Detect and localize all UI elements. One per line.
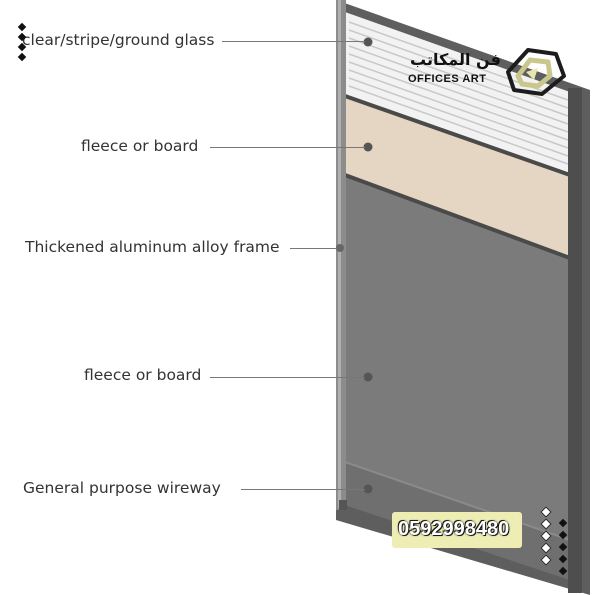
wireway-top-line [344,461,571,541]
frame-right-post [568,88,582,593]
leader-frame [290,248,337,249]
leader-glass [222,41,365,42]
phone-number: 0592998480 [398,518,510,540]
fabric-panel-lower [345,175,570,580]
wood-bottom-rail [344,173,571,260]
label-wireway: General purpose wireway [23,479,221,497]
brand-name-english: OFFICES ART [408,73,487,85]
brand-name-arabic: فن المكاتب [410,50,501,69]
glass-panel [345,12,570,175]
label-frame: Thickened aluminum alloy frame [25,238,280,256]
label-fleece-top: fleece or board [81,137,199,155]
leader-fleece-top [210,147,365,148]
wood-panel [345,96,570,258]
frame-left-highlight [338,0,341,508]
frame-foot [339,500,347,510]
frame-marker-dot [336,244,344,252]
label-glass: clear/stripe/ground glass [22,31,215,49]
offices-art-logo-icon [506,48,566,96]
fleece-top-marker-dot [363,142,373,152]
leader-fleece-bottom [210,377,365,378]
glass-marker-dot [363,37,373,47]
phone-badge: 0592998480 [392,512,522,548]
leader-wireway [241,489,365,490]
glass-bottom-rail [344,94,571,177]
label-fleece-bottom: fleece or board [84,366,202,384]
fleece-bottom-marker-dot [363,372,373,382]
wireway-marker-dot [363,484,373,494]
